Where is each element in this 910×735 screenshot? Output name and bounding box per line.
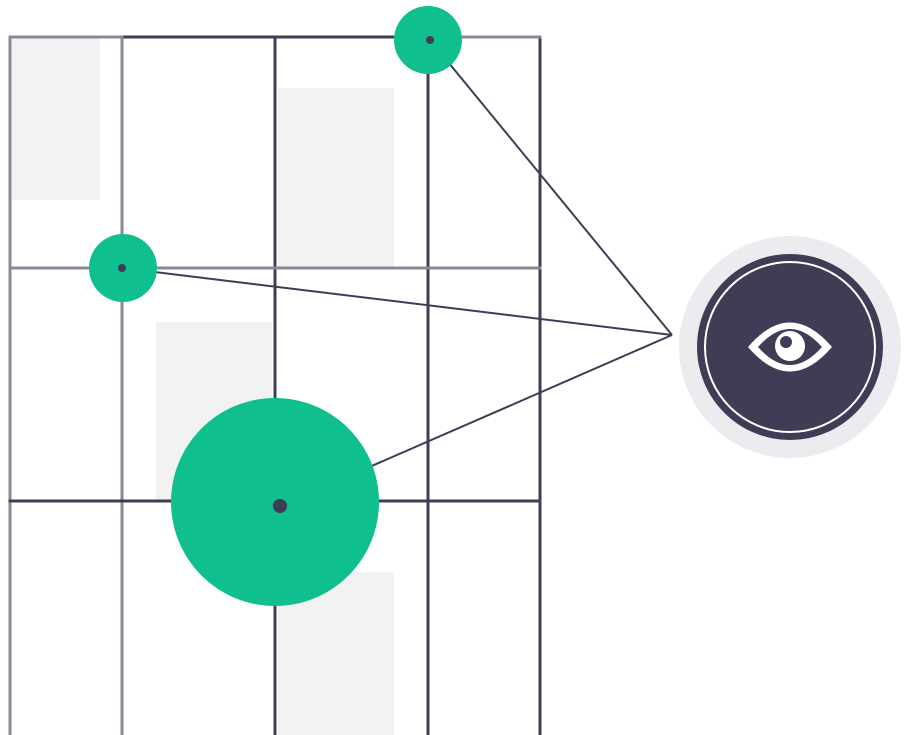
large-marker-center xyxy=(171,398,379,606)
observer-badge xyxy=(679,236,901,458)
connector-line xyxy=(121,267,673,336)
connector-line xyxy=(429,39,673,336)
markers xyxy=(89,6,462,606)
small-marker-top xyxy=(394,6,462,74)
marker-center-dot xyxy=(118,264,126,272)
grid-panels xyxy=(12,37,394,735)
badge-inner-ring xyxy=(704,261,876,433)
grid-panel xyxy=(278,88,394,268)
small-marker-left xyxy=(89,234,157,302)
grid-panel xyxy=(12,37,100,200)
marker-center-dot xyxy=(426,36,434,44)
eye-icon xyxy=(748,322,832,372)
marker-center-dot xyxy=(273,499,287,513)
